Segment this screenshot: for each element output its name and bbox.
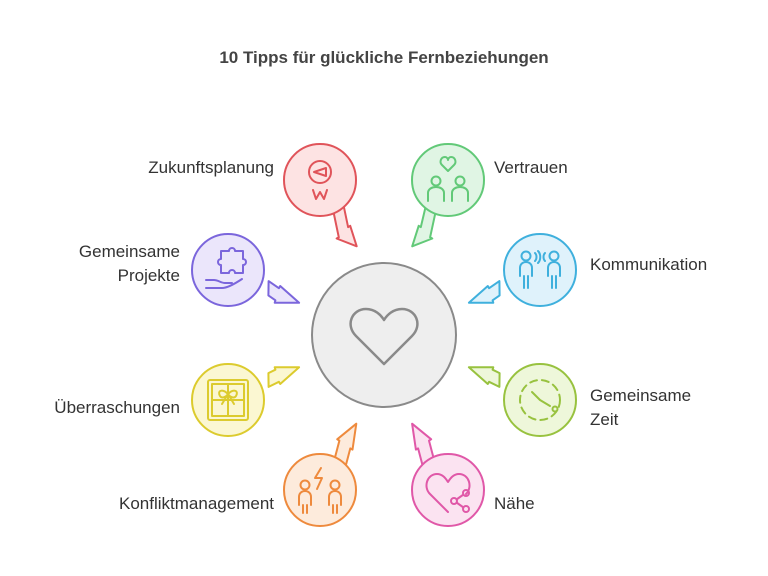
gift-icon (207, 379, 249, 421)
heart-share-icon (425, 473, 471, 513)
clock-icon (519, 379, 561, 421)
arrow-ueberraschungen (267, 366, 301, 388)
node-kommunikation (503, 233, 577, 307)
label-zukunftsplanung: Zukunftsplanung (148, 158, 274, 177)
diagram-title: 10 Tipps für glückliche Fernbeziehungen (219, 48, 549, 67)
puzzle-hand-icon (205, 247, 247, 289)
node-ueberraschungen (191, 363, 265, 437)
center-circle (311, 262, 457, 408)
node-circle (283, 143, 357, 217)
label-gemeinsame-projekte: Gemeinsame Projekte (78, 242, 180, 285)
node-konfliktmanagement (283, 453, 357, 527)
node-circle (411, 143, 485, 217)
label-kommunikation: Kommunikation (590, 255, 708, 274)
people-talking-icon (519, 250, 561, 289)
arrow-gemeinsame-zeit (467, 366, 501, 388)
conflict-icon (298, 467, 342, 514)
arrow-kommunikation (467, 280, 501, 304)
node-vertrauen (411, 143, 485, 217)
node-gemeinsame-zeit (503, 363, 577, 437)
compass-icon (308, 160, 332, 200)
couple-heart-icon (427, 156, 469, 202)
node-zukunftsplanung (283, 143, 357, 217)
node-circle (283, 453, 357, 527)
node-naehe (411, 453, 485, 527)
arrow-gemeinsame-projekte (267, 280, 301, 304)
node-circle (191, 233, 265, 307)
label-gemeinsame-zeit: Gemeinsame Zeit (590, 386, 692, 429)
label-ueberraschungen: Überraschungen (54, 398, 180, 417)
label-naehe: Nähe (494, 494, 535, 513)
arrow-zukunftsplanung (332, 200, 358, 248)
node-gemeinsame-projekte (191, 233, 265, 307)
heart-icon (349, 307, 419, 366)
node-circle (411, 453, 485, 527)
center-node (311, 262, 457, 408)
label-vertrauen: Vertrauen (494, 158, 568, 177)
label-konfliktmanagement: Konfliktmanagement (119, 494, 274, 513)
node-circle (503, 233, 577, 307)
